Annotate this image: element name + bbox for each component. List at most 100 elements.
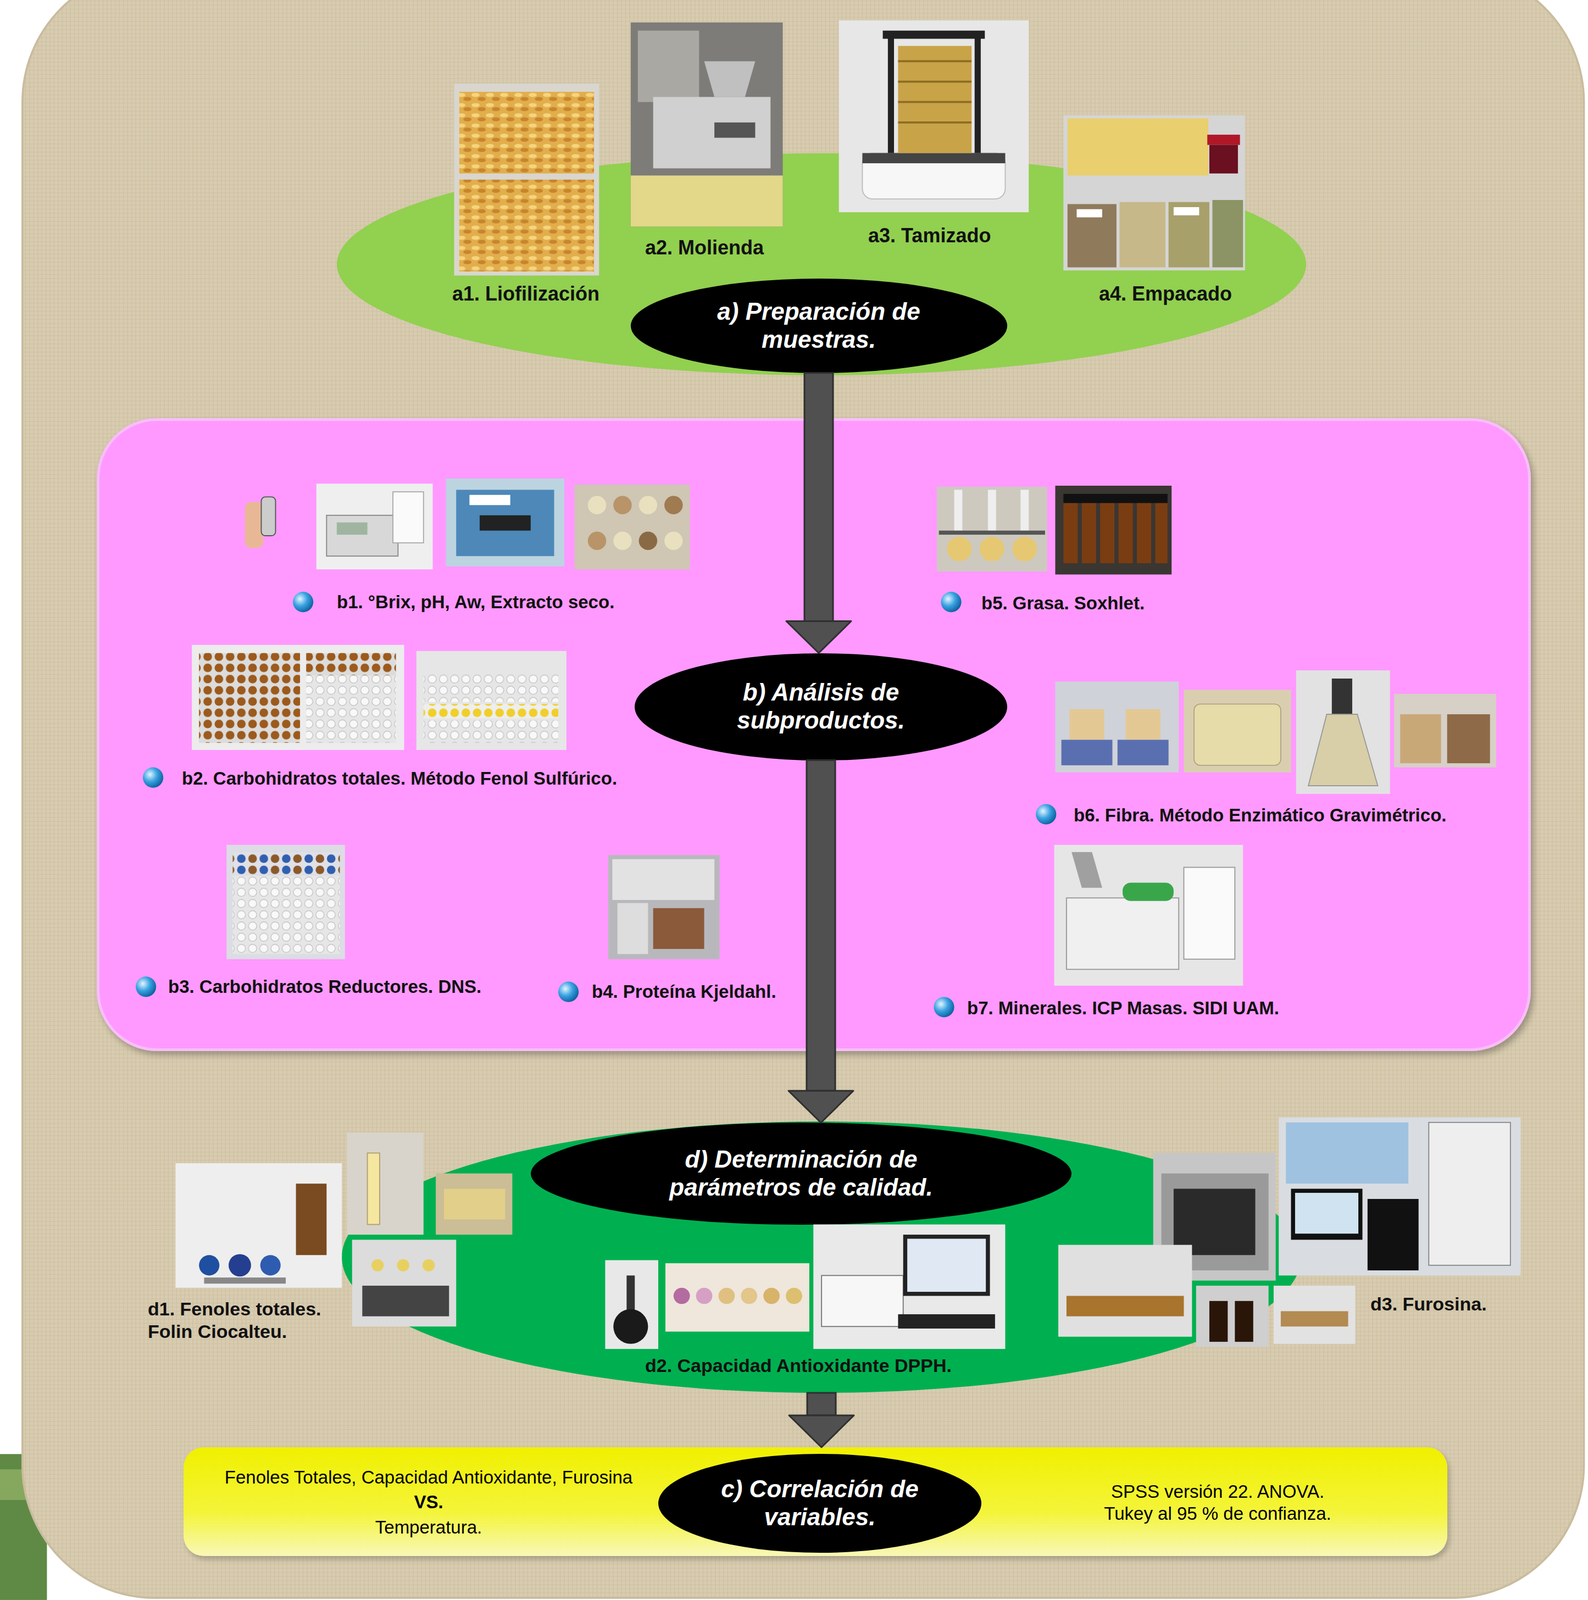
dpph-photo xyxy=(696,1287,713,1305)
arrow-shaft xyxy=(804,373,834,622)
fiber-photo xyxy=(1331,678,1353,715)
microplate-photo xyxy=(416,651,567,751)
text-slot: b6. Fibra. Método Enzimático Gravimétric… xyxy=(1073,804,1447,827)
hplc-photo xyxy=(1367,1198,1419,1271)
ph-meter-photo xyxy=(336,522,368,535)
method-caption: b4. Proteína Kjeldahl. xyxy=(591,980,777,1003)
method-caption: b7. Minerales. ICP Masas. SIDI UAM. xyxy=(967,997,1280,1020)
package-photo xyxy=(1067,118,1209,176)
sieve-photo xyxy=(897,60,972,122)
kjeldahl-photo xyxy=(653,908,705,949)
furosine-photo xyxy=(1196,1285,1269,1347)
stage-ellipse: d2. Capacidad Antioxidante DPPH. d) Deter… xyxy=(341,1121,1302,1393)
fiber-photo xyxy=(1400,714,1441,764)
soxhlet-photo xyxy=(954,489,963,531)
aw-meter-photo xyxy=(446,478,565,567)
plate-reader-photo xyxy=(903,1234,991,1296)
folin-photo xyxy=(175,1163,342,1288)
dpph-photo xyxy=(665,1263,810,1332)
hplc-photo xyxy=(1278,1117,1521,1276)
folin-photo xyxy=(198,1255,220,1276)
refractometer-photo xyxy=(261,496,276,536)
stage-title-ellipse: d) Determinación de parámetros de calida… xyxy=(530,1122,1072,1225)
arrow-head xyxy=(789,1415,854,1448)
fiber-photo xyxy=(1125,709,1161,741)
microplate-photo xyxy=(306,675,396,743)
photo-caption: a4. Empacado xyxy=(1098,281,1232,306)
band-text: Temperatura. xyxy=(192,1516,665,1539)
text-slot: VS. xyxy=(192,1491,665,1514)
stage-title: d) Determinación de parámetros de calida… xyxy=(663,1145,939,1202)
dry-extract-photo xyxy=(587,531,607,551)
stage-title-ellipse: a) Preparación de muestras. xyxy=(630,278,1008,373)
furosine-photo xyxy=(1280,1311,1349,1327)
bullet-ball xyxy=(292,591,314,613)
folin-photo xyxy=(371,1259,384,1272)
arrow-head xyxy=(786,621,852,654)
text-slot: b5. Grasa. Soxhlet. xyxy=(981,592,1145,615)
package-photo xyxy=(1076,209,1102,218)
hplc-photo xyxy=(1278,1117,1521,1276)
mill-photo xyxy=(653,96,771,169)
bullet-ball xyxy=(933,996,954,1018)
fiber-photo xyxy=(1061,739,1113,765)
vials-photo xyxy=(1063,502,1078,564)
text-slot: a1. Liofilización xyxy=(452,281,600,306)
text-slot: a4. Empacado xyxy=(1098,281,1232,306)
dry-extract-photo xyxy=(587,496,607,515)
vials-photo xyxy=(1155,502,1168,564)
mill-photo xyxy=(630,22,784,227)
method-caption: b1. °Brix, pH, Aw, Extracto seco. xyxy=(336,591,615,614)
oven-photo xyxy=(1161,1173,1269,1271)
folin-photo xyxy=(443,1189,505,1220)
fiber-photo xyxy=(1117,739,1169,765)
furosine-photo xyxy=(1273,1285,1356,1345)
plate-reader-photo xyxy=(821,1275,904,1327)
soxhlet-photo xyxy=(939,530,1046,535)
plate-reader-photo xyxy=(907,1239,986,1293)
photo-caption: d2. Capacidad Antioxidante DPPH. xyxy=(645,1354,952,1377)
dpph-photo xyxy=(665,1263,810,1332)
folin-photo xyxy=(352,1239,457,1327)
kjeldahl-photo xyxy=(617,903,649,955)
dry-extract-photo xyxy=(574,484,691,570)
hplc-photo xyxy=(1290,1189,1363,1241)
text-slot: a2. Molienda xyxy=(645,235,764,260)
kjeldahl-photo xyxy=(608,854,720,959)
text-slot: Temperatura. xyxy=(192,1516,665,1539)
icp-ms-photo xyxy=(1066,897,1179,970)
fiber-photo xyxy=(1194,703,1281,765)
bullet-ball xyxy=(558,981,579,1003)
hplc-photo xyxy=(1295,1192,1359,1234)
dry-extract-photo xyxy=(613,496,632,515)
bullet-ball xyxy=(135,976,157,997)
ph-meter-photo xyxy=(316,483,433,570)
text-slot: b3. Carbohidratos Reductores. DNS. xyxy=(168,975,482,998)
text-slot: b2. Carbohidratos totales. Método Fenol … xyxy=(181,767,618,790)
folin-photo xyxy=(203,1277,286,1284)
sieve-photo xyxy=(974,35,981,154)
vials-photo xyxy=(1063,493,1168,504)
text-slot: b4. Proteína Kjeldahl. xyxy=(591,980,777,1003)
arrow-shaft xyxy=(806,760,836,1092)
fiber-photo xyxy=(1308,714,1378,786)
dry-extract-photo xyxy=(574,484,691,570)
ph-meter-photo xyxy=(316,483,433,570)
text-slot: d2. Capacidad Antioxidante DPPH. xyxy=(645,1354,952,1377)
bullet-ball xyxy=(940,591,962,613)
vials-photo xyxy=(1136,502,1152,564)
fiber-photo xyxy=(1055,681,1179,773)
microplate-photo xyxy=(232,875,340,954)
photo-caption: d1. Fenoles totales. Folin Ciocalteu. xyxy=(147,1297,352,1343)
plate-reader-photo xyxy=(897,1314,995,1329)
text-slot: b7. Minerales. ICP Masas. SIDI UAM. xyxy=(967,997,1280,1020)
fiber-photo xyxy=(1296,670,1391,794)
fiber-photo xyxy=(1447,714,1491,764)
flow-arrow xyxy=(788,760,854,1124)
microplate-photo xyxy=(416,651,567,751)
linen-ground xyxy=(22,0,1585,1598)
dry-extract-photo xyxy=(639,531,658,551)
sieve-photo xyxy=(887,35,895,154)
flow-arrow xyxy=(786,373,852,654)
fiber-photo xyxy=(1183,689,1291,773)
